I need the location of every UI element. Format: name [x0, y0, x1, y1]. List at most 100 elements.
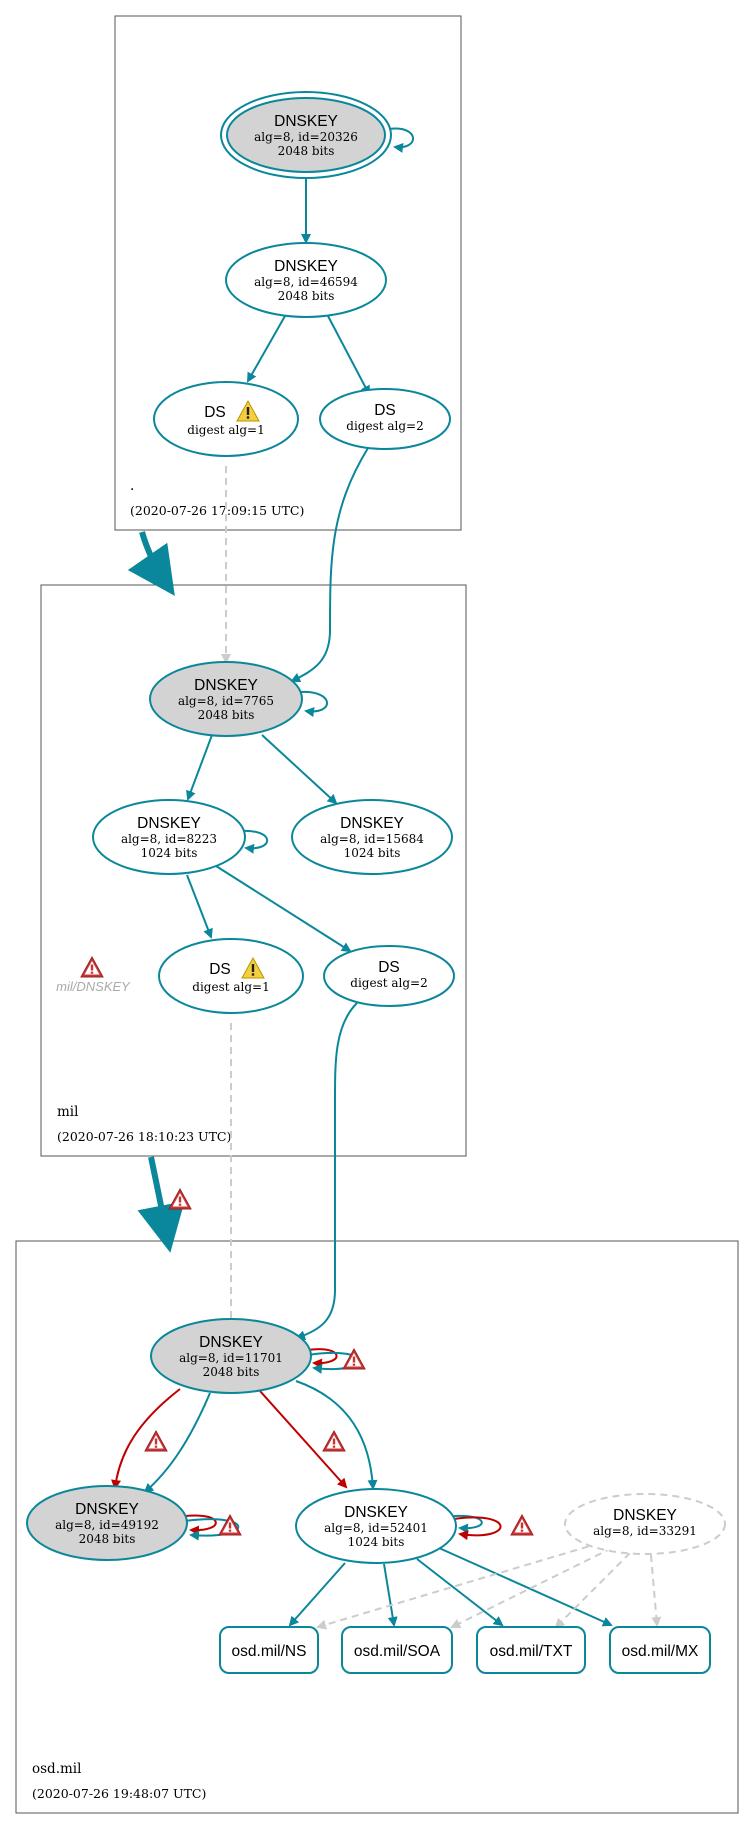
osd-ksk-49192-warning-icon — [144, 1430, 168, 1452]
node-root-ds2-title: DS — [374, 402, 396, 419]
mil-dnskey-warning[interactable]: mil/DNSKEY — [56, 956, 131, 994]
node-osd-key-52401-title: DNSKEY — [344, 1504, 408, 1521]
node-osd-ksk-title: DNSKEY — [199, 1334, 263, 1351]
rrset-soa-label: osd.mil/SOA — [354, 1643, 441, 1660]
edge-52401-soa — [383, 1563, 398, 1627]
node-osd-ksk[interactable]: DNSKEY alg=8, id=11701 2048 bits — [150, 1318, 312, 1394]
edge-osd-ksk-49192-red — [111, 1388, 181, 1490]
node-root-ksk[interactable]: DNSKEY alg=8, id=20326 2048 bits — [220, 91, 392, 179]
node-mil-ksk[interactable]: DNSKEY alg=8, id=7765 2048 bits — [149, 661, 303, 737]
zone-osd-box — [15, 1240, 739, 1814]
edge-52401-ns — [288, 1562, 346, 1627]
node-mil-zsk1-line1: alg=8, id=8223 — [121, 832, 217, 846]
zone-osd-timestamp: (2020-07-26 19:48:07 UTC) — [32, 1786, 206, 1801]
node-root-ksk-line1: alg=8, id=20326 — [254, 130, 358, 144]
zone-mil-box — [40, 584, 467, 1157]
edge-mil-ksk-zsk1 — [186, 734, 213, 801]
edge-osd-49192-self-red — [184, 1514, 217, 1536]
node-root-zsk-line1: alg=8, id=46594 — [254, 275, 358, 289]
edge-52401-mx — [438, 1547, 613, 1627]
rrset-txt[interactable]: osd.mil/TXT — [476, 1626, 586, 1674]
zone-osd: osd.mil (2020-07-26 19:48:07 UTC) — [15, 1240, 739, 1814]
node-osd-key-52401-line2: 1024 bits — [348, 1535, 405, 1549]
node-mil-ds1[interactable]: DS digest alg=1 — [158, 938, 304, 1014]
edge-root-ds2-mil-ksk — [290, 447, 369, 683]
node-osd-ksk-shape — [150, 1318, 312, 1394]
edge-mil-zsk1-self — [240, 829, 269, 854]
edge-osd-ksk-52401-teal — [295, 1380, 378, 1490]
node-root-ksk-outer-ring — [220, 91, 392, 179]
rrset-txt-shape — [476, 1626, 586, 1674]
node-mil-ksk-line1: alg=8, id=7765 — [178, 694, 274, 708]
zone-mil-timestamp: (2020-07-26 18:10:23 UTC) — [57, 1129, 231, 1144]
node-mil-zsk1-title: DNSKEY — [137, 815, 201, 832]
rrset-soa[interactable]: osd.mil/SOA — [341, 1626, 453, 1674]
node-osd-key-33291[interactable]: DNSKEY alg=8, id=33291 — [564, 1493, 726, 1555]
node-osd-key-33291-line1: alg=8, id=33291 — [593, 1524, 697, 1538]
node-mil-ds2-line1: digest alg=2 — [350, 976, 427, 990]
delegation-warning-icon — [168, 1188, 192, 1210]
edge-root-zsk-ds2 — [327, 315, 370, 396]
node-mil-zsk1-line2: 1024 bits — [141, 846, 198, 860]
node-root-ds1[interactable]: DS digest alg=1 — [153, 381, 299, 457]
node-osd-key-33291-shape — [564, 1493, 726, 1555]
edge-osd-49192-self-teal — [184, 1518, 240, 1541]
edge-root-ksk-self — [388, 127, 414, 153]
osd-52401-self-warning-icon — [510, 1514, 534, 1536]
node-mil-zsk1[interactable]: DNSKEY alg=8, id=8223 1024 bits — [92, 799, 246, 875]
edge-osd-ksk-49192-teal — [143, 1392, 211, 1494]
mil-dnskey-warning-icon — [80, 956, 104, 978]
zone-root: . (2020-07-26 17:09:15 UTC) — [114, 15, 462, 531]
zone-root-box — [114, 15, 462, 531]
delegation-arrow-mil-osd — [137, 1156, 185, 1253]
node-root-zsk[interactable]: DNSKEY alg=8, id=46594 2048 bits — [225, 242, 387, 318]
node-osd-key-49192-line1: alg=8, id=49192 — [55, 1518, 159, 1532]
node-mil-zsk2-shape — [291, 799, 453, 875]
node-osd-key-33291-title: DNSKEY — [613, 1507, 677, 1524]
node-root-zsk-shape — [225, 242, 387, 318]
rrset-mx[interactable]: osd.mil/MX — [609, 1626, 711, 1674]
node-osd-key-52401[interactable]: DNSKEY alg=8, id=52401 1024 bits — [295, 1488, 457, 1564]
node-root-ds1-shape — [153, 381, 299, 457]
node-mil-zsk2-title: DNSKEY — [340, 815, 404, 832]
edge-osd-ksk-self-red — [307, 1348, 338, 1369]
rrset-mx-shape — [609, 1626, 711, 1674]
node-root-zsk-line2: 2048 bits — [278, 289, 335, 303]
rrset-ns[interactable]: osd.mil/NS — [219, 1626, 319, 1674]
node-mil-ksk-shape — [149, 661, 303, 737]
node-mil-ds2[interactable]: DS digest alg=2 — [323, 945, 455, 1007]
edge-root-zsk-ds1 — [247, 315, 286, 383]
node-osd-key-52401-shape — [295, 1488, 457, 1564]
edge-33291-mx — [650, 1554, 662, 1627]
edge-33291-ns — [316, 1542, 601, 1630]
node-mil-ds2-title: DS — [378, 959, 400, 976]
zone-mil-name: mil — [57, 1104, 78, 1120]
zone-root-timestamp: (2020-07-26 17:09:15 UTC) — [130, 503, 304, 518]
node-root-ds2[interactable]: DS digest alg=2 — [319, 388, 451, 450]
edge-mil-zsk1-ds1 — [186, 874, 213, 939]
mil-dnskey-warning-label: mil/DNSKEY — [56, 979, 131, 994]
node-mil-ds1-shape — [158, 938, 304, 1014]
edge-mil-ksk-zsk2 — [261, 734, 338, 805]
zone-mil: mil (2020-07-26 18:10:23 UTC) — [40, 584, 467, 1157]
edge-osd-52401-self-red — [453, 1516, 502, 1541]
edge-33291-txt — [554, 1552, 631, 1629]
rrset-ns-label: osd.mil/NS — [232, 1643, 307, 1660]
edge-mil-ds2-osd-ksk — [295, 1002, 358, 1341]
edge-mil-ksk-self — [299, 690, 328, 718]
node-osd-key-52401-line1: alg=8, id=52401 — [324, 1521, 428, 1535]
node-mil-zsk2[interactable]: DNSKEY alg=8, id=15684 1024 bits — [291, 799, 453, 875]
node-osd-key-49192-line2: 2048 bits — [79, 1532, 136, 1546]
node-root-ds1-title: DS — [204, 404, 226, 421]
node-root-ds2-shape — [319, 388, 451, 450]
node-osd-key-49192-shape — [26, 1485, 188, 1561]
node-root-ds2-line1: digest alg=2 — [346, 419, 423, 433]
rrset-txt-label: osd.mil/TXT — [490, 1643, 573, 1660]
node-root-ksk-shape — [226, 97, 386, 173]
node-root-zsk-title: DNSKEY — [274, 258, 338, 275]
edge-osd-52401-self-teal — [453, 1514, 483, 1534]
node-osd-key-49192[interactable]: DNSKEY alg=8, id=49192 2048 bits — [26, 1485, 188, 1561]
delegation-arrow-root-mil — [127, 531, 175, 596]
edge-osd-ksk-52401-red — [259, 1390, 348, 1489]
